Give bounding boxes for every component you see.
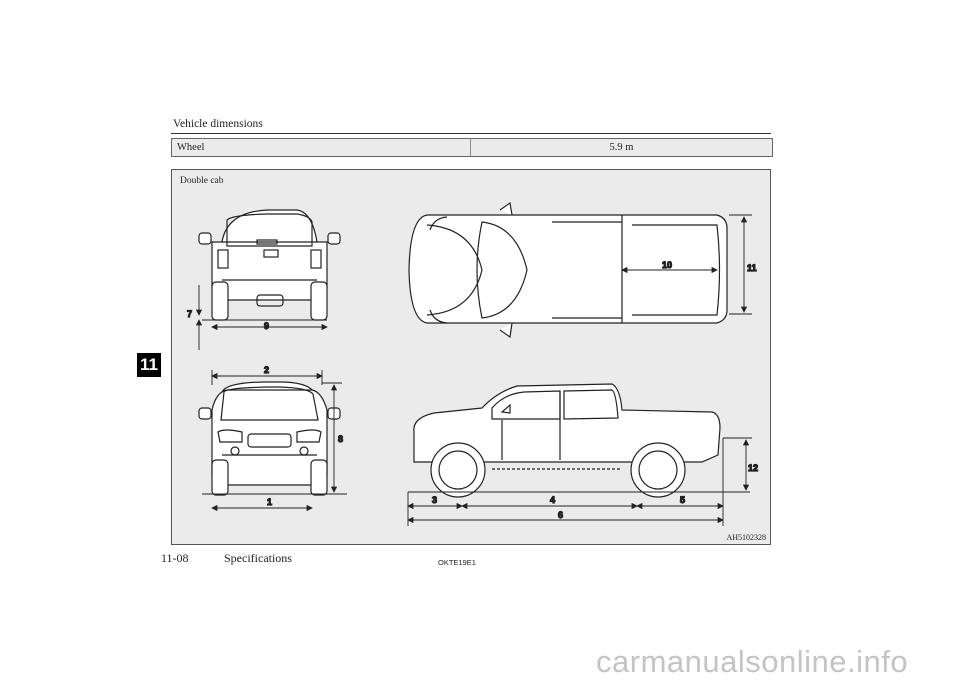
spec-row-value: 5.9 m <box>609 142 634 153</box>
dimension-label-9: 9 <box>264 321 269 331</box>
dimension-label-3: 3 <box>432 495 437 505</box>
spec-row-label: Wheel <box>172 139 471 156</box>
dimension-label-11: 11 <box>747 263 757 273</box>
watermark: carmanualsonline.info <box>596 644 909 679</box>
dimension-label-4: 4 <box>550 495 555 505</box>
vehicle-diagram: 1 2 3 4 5 6 7 8 9 10 11 12 <box>186 201 759 526</box>
spec-table: Wheel 5.9 m <box>171 138 773 157</box>
side-view-drawing <box>413 383 721 498</box>
dimension-label-8: 8 <box>338 434 343 444</box>
dimension-label-2: 2 <box>264 365 269 375</box>
rear-view-drawing <box>198 209 341 321</box>
chapter-name: Specifications <box>224 551 292 565</box>
dimension-label-10: 10 <box>662 260 672 270</box>
page-number: 11-08 <box>161 551 189 565</box>
figure-code: AH5102328 <box>726 533 766 542</box>
doc-code: OKTE19E1 <box>438 558 476 567</box>
dimension-label-6: 6 <box>558 510 563 520</box>
vehicle-dimensions-figure: 1 2 3 4 5 6 7 8 9 10 11 12 Double cab AH… <box>171 169 771 545</box>
top-view-drawing <box>408 201 728 339</box>
dimension-label-7: 7 <box>187 309 192 319</box>
dimension-label-1: 1 <box>267 497 272 507</box>
header-rule <box>171 133 771 134</box>
front-view-drawing <box>198 381 341 496</box>
dimension-label-12: 12 <box>748 463 758 473</box>
chapter-tab: 11 <box>137 353 161 377</box>
section-title: Vehicle dimensions <box>173 118 263 130</box>
figure-caption: Double cab <box>180 176 224 186</box>
dimension-label-5: 5 <box>680 495 685 505</box>
